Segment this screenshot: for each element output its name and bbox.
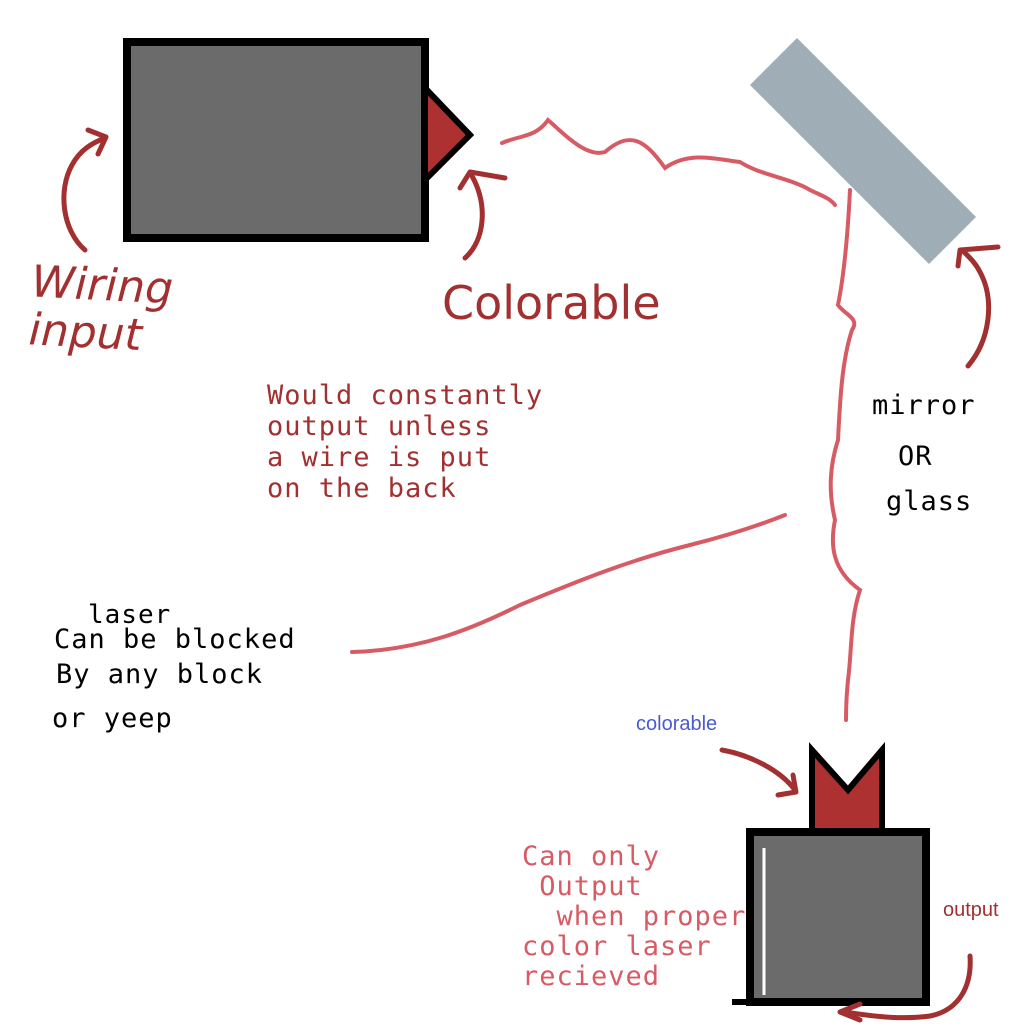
- laser-leader-line: [350, 513, 787, 654]
- constantly-output-note: Would constantly output unless a wire is…: [267, 380, 544, 504]
- colorable-small-label: colorable: [636, 713, 718, 735]
- receiver-notch: [809, 741, 885, 835]
- mirror-arrow: [955, 244, 1001, 369]
- output-label: output: [943, 899, 999, 921]
- colorable-arrow: [457, 169, 508, 261]
- laser-label: laser: [88, 600, 172, 630]
- laser-beam-vertical: [828, 188, 863, 722]
- receiver-block: [746, 828, 930, 1006]
- laser-beam-horizontal: [500, 117, 837, 207]
- wiring-input-label: Wiring input: [27, 256, 175, 362]
- or-label: OR: [898, 441, 933, 472]
- output-arrow: [837, 953, 973, 1023]
- glass-label: glass: [886, 486, 973, 517]
- emitter-nozzle: [422, 80, 475, 188]
- or-yeep-label: or yeep: [52, 703, 173, 734]
- by-any-block-label: By any block: [56, 659, 264, 690]
- wiring-input-arrow: [61, 127, 109, 253]
- emitter-block: [123, 38, 429, 242]
- colorable-small-arrow: [719, 747, 799, 798]
- colorable-label: Colorable: [442, 276, 661, 330]
- mirror-label: mirror: [872, 390, 976, 421]
- can-only-output-note: Can only Output when proper color laser …: [522, 841, 747, 992]
- mirror-panel: [750, 38, 976, 264]
- can-be-blocked-label: Can be blocked: [54, 624, 296, 655]
